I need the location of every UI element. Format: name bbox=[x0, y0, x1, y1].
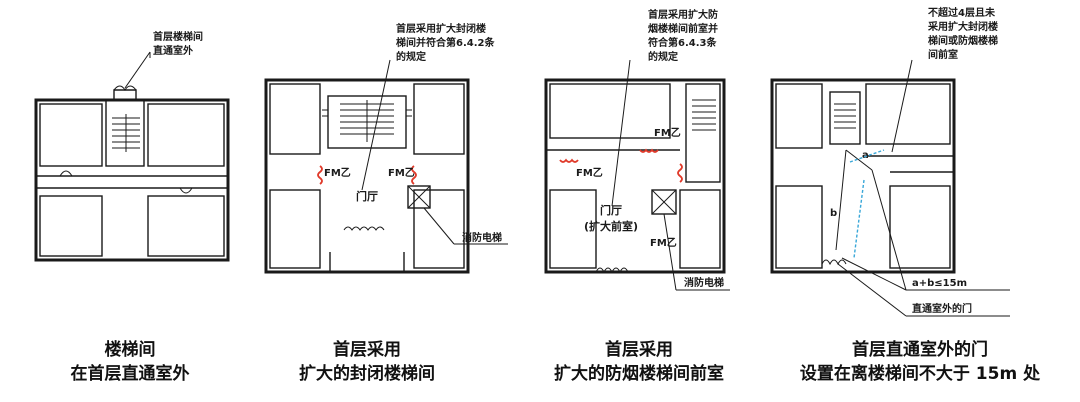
outer-wall bbox=[544, 78, 726, 274]
fm-door bbox=[411, 165, 417, 185]
stair-treads bbox=[322, 109, 412, 117]
dim-b-line bbox=[835, 149, 847, 251]
panel-3-floorplan: FM乙 FM乙 FM乙 门厅 (扩大前室) 消防电梯 首层采用扩大防 烟楼梯间前… bbox=[544, 8, 730, 291]
caption-panel-3: 首层采用 扩大的防烟楼梯间前室 bbox=[514, 338, 764, 386]
fm-label: FM乙 bbox=[576, 167, 603, 179]
caption-line: 首层直通室外的门 bbox=[852, 340, 988, 360]
callout-leader bbox=[891, 59, 913, 153]
callout-line: 的规定 bbox=[396, 50, 426, 63]
fm-door bbox=[559, 158, 579, 163]
callout-line: 直通室外 bbox=[153, 44, 193, 57]
dim-b-label: b bbox=[830, 208, 837, 219]
stair-treads bbox=[340, 100, 394, 142]
path-line bbox=[853, 179, 865, 259]
elevator-leader bbox=[663, 213, 677, 291]
formula-label: a+b≤15m bbox=[912, 278, 967, 289]
caption-panel-1: 楼梯间 在首层直通室外 bbox=[20, 338, 240, 386]
stairwell bbox=[829, 91, 861, 145]
stairwell bbox=[105, 99, 145, 167]
caption-panel-2: 首层采用 扩大的封闭楼梯间 bbox=[252, 338, 482, 386]
stair-treads bbox=[112, 114, 140, 152]
dim-a-line bbox=[845, 149, 873, 171]
callout-leader bbox=[361, 59, 391, 191]
elevator-leader bbox=[423, 207, 455, 245]
callout-line: 符合第6.4.3条 bbox=[648, 36, 717, 49]
elevator-label: 消防电梯 bbox=[462, 231, 502, 244]
exterior-doors bbox=[595, 267, 629, 274]
outer-wall bbox=[34, 98, 230, 262]
stair-treads bbox=[834, 103, 856, 129]
fm-label: FM乙 bbox=[388, 167, 415, 179]
outer-wall bbox=[770, 78, 956, 274]
caption-line: 设置在离楼梯间不大于 15m 处 bbox=[799, 364, 1041, 384]
caption-line: 首层采用 bbox=[333, 340, 401, 360]
room bbox=[889, 185, 951, 269]
callout-leader bbox=[611, 59, 631, 207]
exterior-doors bbox=[343, 226, 385, 231]
callout-line: 烟楼梯间前室并 bbox=[648, 22, 718, 35]
panel-2-floorplan: FM乙 FM乙 门厅 消防电梯 首层采用扩大封闭楼 梯间并符合第6.4.2条 的… bbox=[264, 22, 508, 274]
fm-door bbox=[677, 163, 683, 183]
room bbox=[147, 103, 225, 167]
door-label: 直通室外的门 bbox=[912, 302, 972, 315]
stairwell bbox=[327, 95, 407, 149]
stairwell bbox=[685, 83, 721, 183]
room bbox=[413, 83, 465, 155]
caption-line: 扩大的封闭楼梯间 bbox=[299, 364, 435, 384]
elevator-label: 消防电梯 bbox=[684, 276, 724, 289]
fm-label: FM乙 bbox=[654, 127, 681, 139]
room bbox=[39, 103, 103, 167]
fire-elevator bbox=[407, 185, 431, 209]
callout-line: 首层楼梯间 bbox=[153, 30, 203, 43]
room bbox=[549, 83, 671, 139]
path-line bbox=[849, 149, 885, 163]
caption-panel-4: 首层直通室外的门 设置在离楼梯间不大于 15m 处 bbox=[770, 338, 1070, 386]
callout-line: 间前室 bbox=[928, 48, 958, 61]
room bbox=[775, 185, 823, 269]
callout-line: 的规定 bbox=[648, 50, 678, 63]
fm-label: FM乙 bbox=[650, 237, 677, 249]
fm-label: FM乙 bbox=[324, 167, 351, 179]
hall-label: 门厅 bbox=[356, 189, 378, 203]
room bbox=[269, 83, 321, 155]
callout-line: 首层采用扩大防 bbox=[648, 8, 718, 21]
hall-label: 门厅 bbox=[600, 203, 622, 217]
room bbox=[775, 83, 823, 149]
callout-line: 不超过4层且未 bbox=[928, 6, 995, 19]
room bbox=[39, 195, 103, 257]
callout-line: 梯间并符合第6.4.2条 bbox=[396, 36, 495, 49]
fm-door bbox=[317, 165, 323, 185]
panel-1-floorplan: 首层楼梯间 直通室外 bbox=[34, 30, 230, 262]
exterior-door bbox=[821, 259, 847, 266]
fm-door bbox=[639, 148, 659, 153]
panel-4-floorplan: a b a+b≤15m 直通室外的门 不超过4层且未 采用扩大封闭楼 梯间或防烟… bbox=[770, 6, 1010, 317]
hall-sub-label: (扩大前室) bbox=[584, 219, 638, 233]
callout-line: 采用扩大封闭楼 bbox=[927, 20, 998, 33]
callout-line: 首层采用扩大封闭楼 bbox=[396, 22, 486, 35]
callout-line: 梯间或防烟楼梯 bbox=[928, 34, 998, 47]
room bbox=[865, 83, 951, 145]
stair-treads bbox=[692, 99, 716, 131]
caption-line: 在首层直通室外 bbox=[70, 364, 190, 384]
room bbox=[549, 189, 597, 269]
callout-leader bbox=[124, 51, 151, 89]
room bbox=[413, 189, 465, 269]
room bbox=[147, 195, 225, 257]
caption-line: 楼梯间 bbox=[104, 340, 156, 360]
dim-a-label: a bbox=[862, 150, 869, 161]
room bbox=[679, 189, 721, 269]
room bbox=[269, 189, 321, 269]
caption-line: 首层采用 bbox=[605, 340, 673, 360]
caption-line: 扩大的防烟楼梯间前室 bbox=[554, 364, 724, 384]
